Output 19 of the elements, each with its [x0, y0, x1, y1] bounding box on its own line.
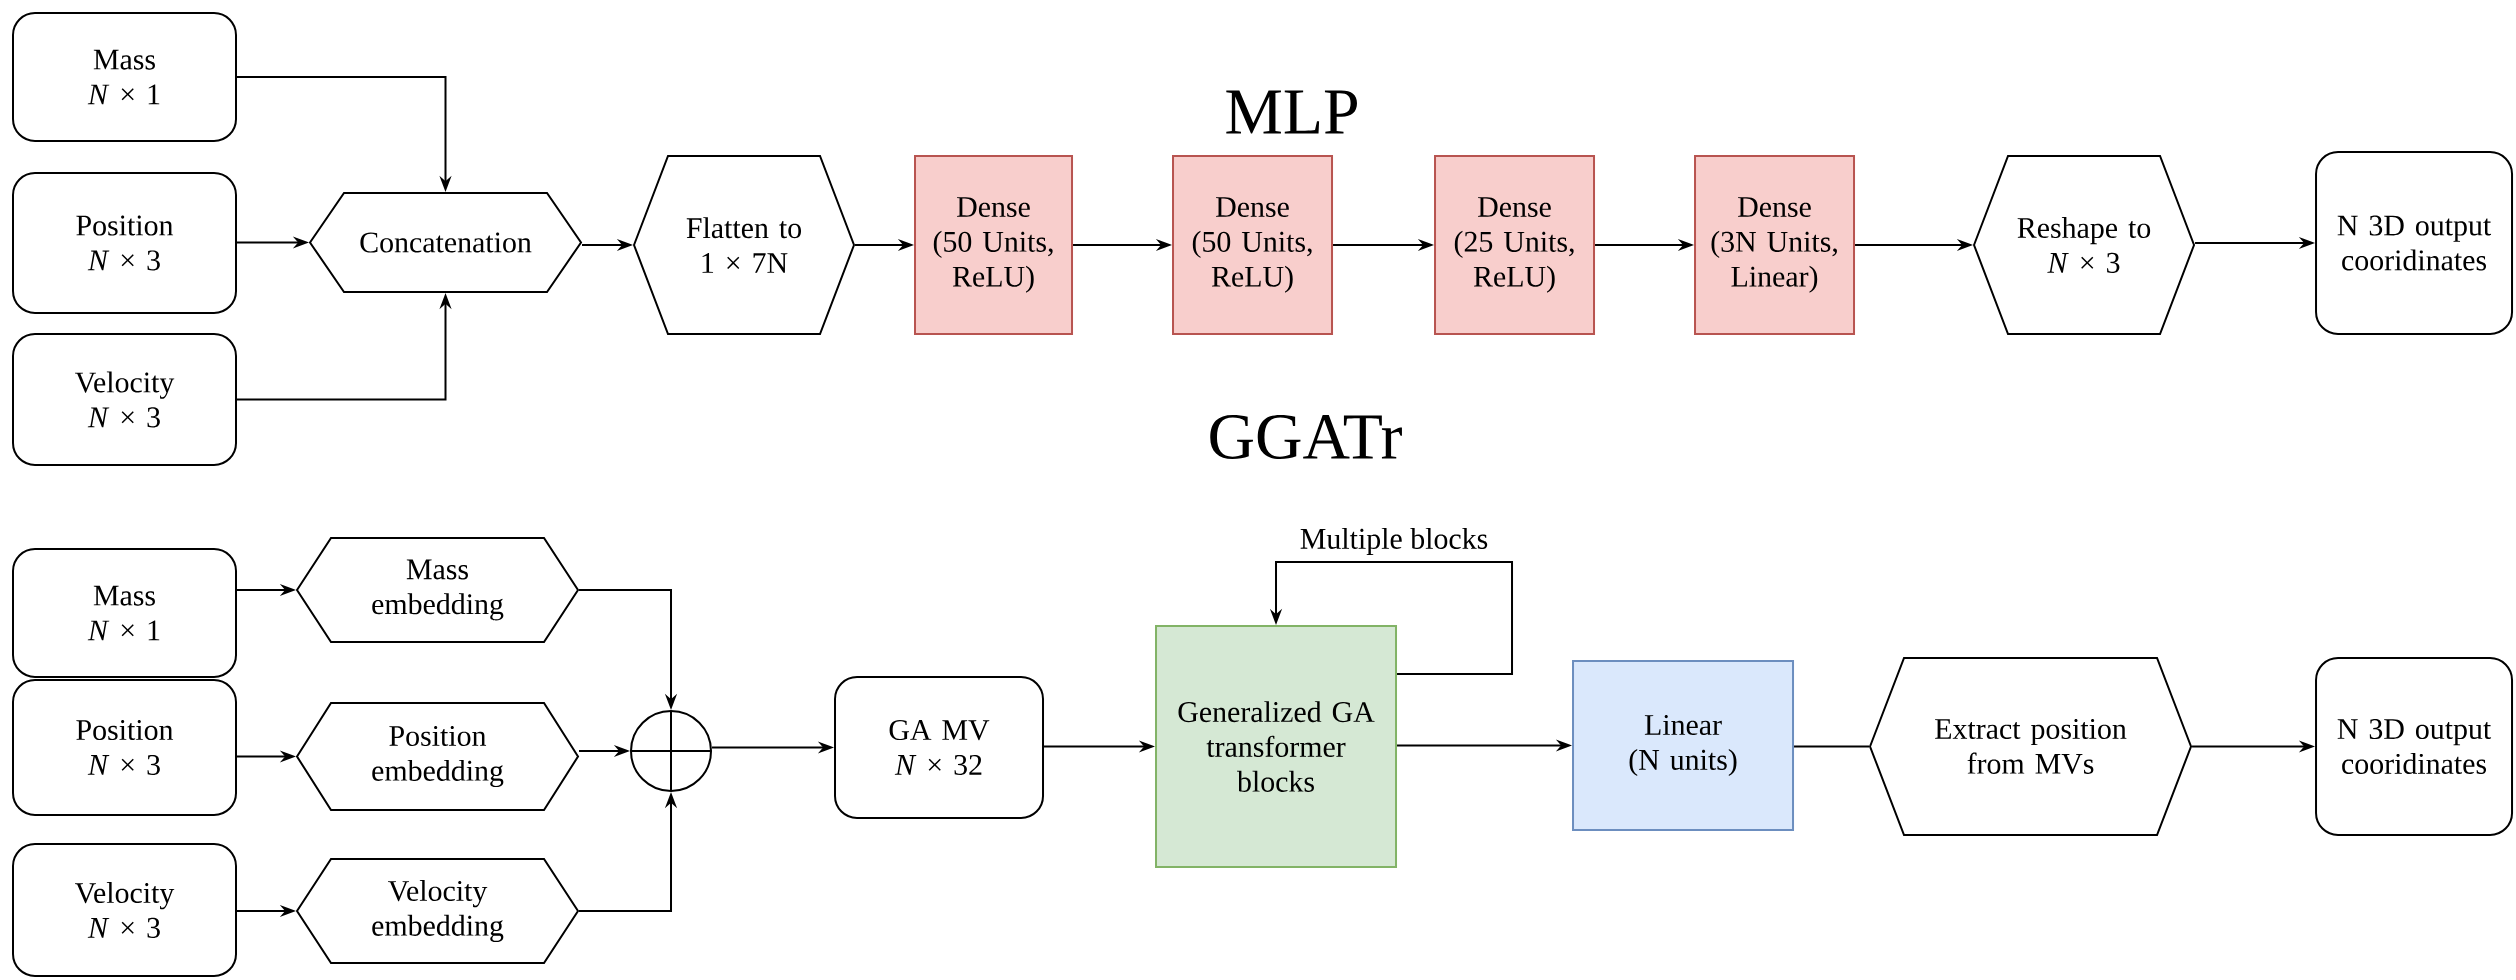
rounded-box: N 3D output cooridinates	[2315, 657, 2514, 836]
rounded-box: Mass N × 1	[12, 12, 237, 142]
layer-box: Linear (N units)	[1572, 660, 1794, 831]
layer-box: Dense (3N Units, Linear)	[1694, 155, 1856, 335]
summation-circle	[630, 710, 712, 792]
rounded-box: GA MV N × 32	[834, 676, 1044, 819]
rounded-box: Position N × 3	[12, 679, 237, 816]
layer-box: Dense (50 Units, ReLU)	[914, 155, 1073, 335]
layer-box: Dense (25 Units, ReLU)	[1434, 155, 1595, 335]
section-title: GGATr	[1210, 414, 1402, 460]
rounded-box: Velocity N × 3	[12, 333, 237, 466]
rounded-box: Position N × 3	[12, 172, 237, 314]
section-title: MLP	[1226, 90, 1357, 134]
layer-box: Dense (50 Units, ReLU)	[1172, 155, 1333, 335]
layer-box: Generalized GA transformer blocks	[1155, 625, 1397, 868]
rounded-box: Velocity N × 3	[12, 843, 237, 977]
rounded-box: Mass N × 1	[12, 548, 237, 678]
rounded-box: N 3D output cooridinates	[2315, 151, 2514, 335]
edge-label: Multiple blocks	[1297, 525, 1491, 557]
